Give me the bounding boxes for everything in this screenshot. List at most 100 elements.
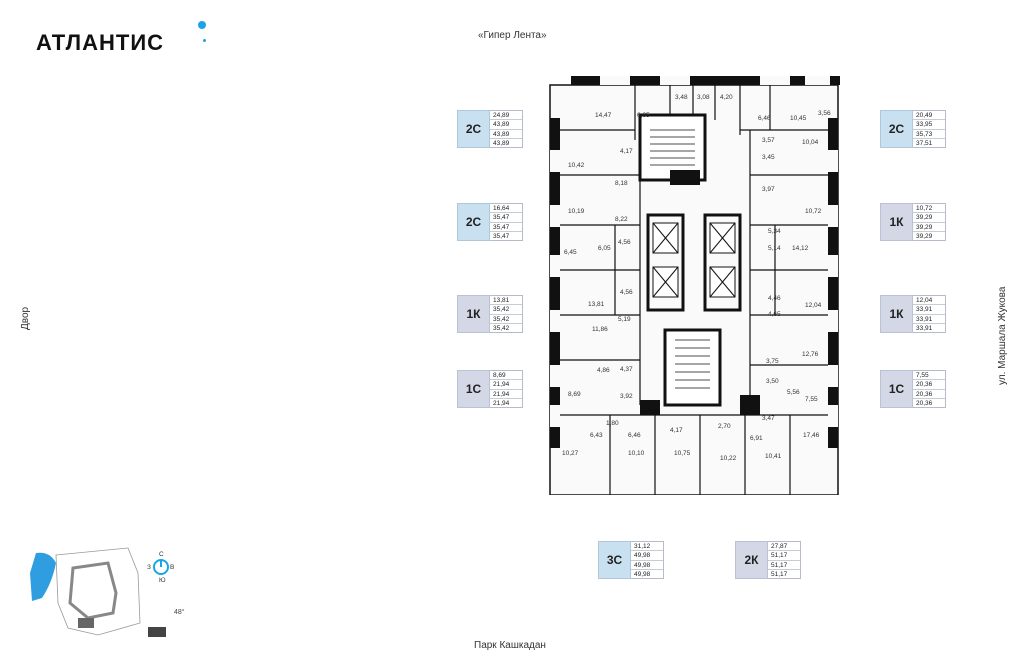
- area-value: 51,17: [768, 551, 800, 561]
- room-area-label: 4,56: [620, 289, 633, 296]
- room-area-label: 8,22: [615, 216, 628, 223]
- room-area-label: 12,04: [805, 302, 822, 309]
- room-area-label: 4,65: [768, 311, 781, 318]
- street-right: ул. Маршала Жукова: [997, 286, 1008, 385]
- rotation-angle: 48°: [174, 609, 185, 616]
- room-area-label: 3,92: [620, 393, 633, 400]
- apartment-type: 1С: [880, 370, 913, 408]
- room-area-label: 14,47: [595, 112, 612, 119]
- street-top: «Гипер Лента»: [478, 30, 547, 41]
- area-value: 49,98: [631, 561, 663, 571]
- area-value: 35,47: [493, 233, 510, 241]
- room-area-label: 3,47: [762, 415, 775, 422]
- area-value: 20,49: [913, 111, 945, 121]
- room-area-label: 6,43: [590, 432, 603, 439]
- room-area-label: 8,18: [615, 180, 628, 187]
- room-area-label: 3,08: [697, 94, 710, 101]
- area-value: 35,42: [493, 325, 510, 333]
- room-area-label: 2,70: [718, 423, 731, 430]
- area-value: 51,17: [771, 571, 788, 579]
- room-area-label: 12,76: [802, 351, 819, 358]
- room-area-label: 4,86: [597, 367, 610, 374]
- area-value: 37,51: [916, 140, 933, 148]
- area-value: 35,73: [913, 130, 945, 140]
- room-area-label: 4,17: [620, 148, 633, 155]
- compass-south: Ю: [159, 577, 166, 584]
- area-value: 51,17: [768, 561, 800, 571]
- room-area-label: 5,14: [768, 245, 781, 252]
- room-area-label: 1,80: [606, 420, 619, 427]
- room-area-label: 10,19: [568, 208, 585, 215]
- room-area-label: 3,57: [762, 137, 775, 144]
- area-value: 16,64: [490, 204, 522, 214]
- room-area-label: 10,10: [628, 450, 645, 457]
- room-area-label: 6,46: [758, 115, 771, 122]
- logo-dot-small-icon: [203, 39, 206, 42]
- room-area-label: 7,55: [805, 396, 818, 403]
- compass-east: В: [170, 564, 174, 571]
- room-area-label: 6,46: [628, 432, 641, 439]
- room-area-label: 10,41: [765, 453, 782, 460]
- room-area-label: 6,05: [598, 245, 611, 252]
- area-value: 43,89: [490, 130, 522, 140]
- room-area-label: 13,81: [588, 301, 605, 308]
- apartment-type: 2К: [735, 541, 768, 579]
- area-value: 20,36: [916, 400, 933, 408]
- area-value: 12,04: [913, 296, 945, 306]
- area-value: 35,42: [490, 315, 522, 325]
- room-area-label: 10,75: [674, 450, 691, 457]
- room-area-label: 5,19: [618, 316, 631, 323]
- room-area-label: 4,46: [768, 295, 781, 302]
- apartment-type: 1К: [457, 295, 490, 333]
- room-area-label: 10,42: [568, 162, 585, 169]
- room-area-label: 5,34: [768, 228, 781, 235]
- apartment-type: 2С: [457, 203, 490, 241]
- area-value: 21,94: [493, 400, 510, 408]
- apartment-type: 1К: [880, 295, 913, 333]
- area-value: 43,89: [493, 140, 510, 148]
- room-area-label: 4,37: [620, 366, 633, 373]
- apartment-type: 1К: [880, 203, 913, 241]
- room-area-label: 10,04: [802, 139, 819, 146]
- area-value: 39,29: [913, 223, 945, 233]
- room-area-label: 3,97: [762, 186, 775, 193]
- room-area-label: 6,65: [637, 112, 650, 119]
- brand-logo: АТЛАНТИС: [36, 30, 165, 55]
- room-area-label: 6,91: [750, 435, 763, 442]
- apartment-type: 2С: [880, 110, 913, 148]
- room-area-label: 17,46: [803, 432, 820, 439]
- room-area-label: 3,48: [675, 94, 688, 101]
- area-value: 35,47: [490, 223, 522, 233]
- room-area-label: 3,75: [766, 358, 779, 365]
- room-area-label: 4,20: [720, 94, 733, 101]
- room-area-label: 10,45: [790, 115, 807, 122]
- apartment-type: 2С: [457, 110, 490, 148]
- apartment-type: 3С: [598, 541, 631, 579]
- room-area-label: 10,72: [805, 208, 822, 215]
- area-value: 33,91: [913, 305, 945, 315]
- logo-dot-icon: [198, 21, 206, 29]
- room-area-label: 4,56: [618, 239, 631, 246]
- area-value: 43,89: [490, 120, 522, 130]
- compass-icon: С Ю З В: [147, 551, 174, 584]
- area-value: 33,95: [913, 120, 945, 130]
